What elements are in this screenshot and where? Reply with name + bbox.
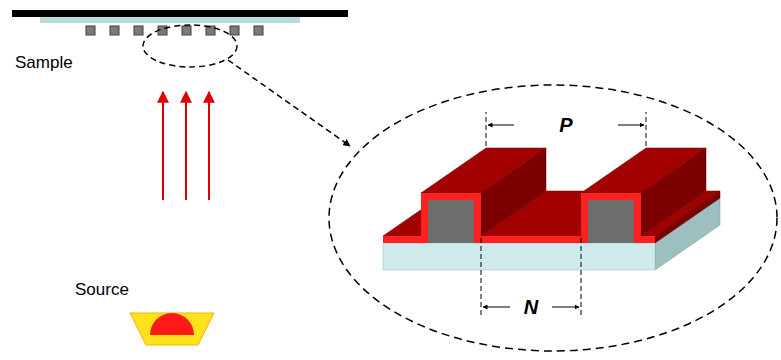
part-label: Sample	[15, 53, 73, 73]
source-crucible	[130, 313, 214, 345]
substrate-layer	[40, 17, 300, 23]
dimension-n	[481, 238, 581, 318]
sample-holder	[12, 10, 348, 17]
dimension-p	[486, 112, 646, 146]
grating-lines	[86, 26, 263, 35]
dimension-label: P	[557, 113, 574, 137]
magnified-ellipse	[329, 85, 777, 351]
coated-grating	[383, 148, 720, 270]
part-label: Source	[75, 280, 129, 300]
zoom-leader	[228, 60, 350, 146]
beam-arrows	[163, 92, 209, 200]
source-material	[150, 313, 194, 335]
zoom-ellipse	[143, 25, 237, 67]
dimension-label: N	[522, 295, 540, 319]
